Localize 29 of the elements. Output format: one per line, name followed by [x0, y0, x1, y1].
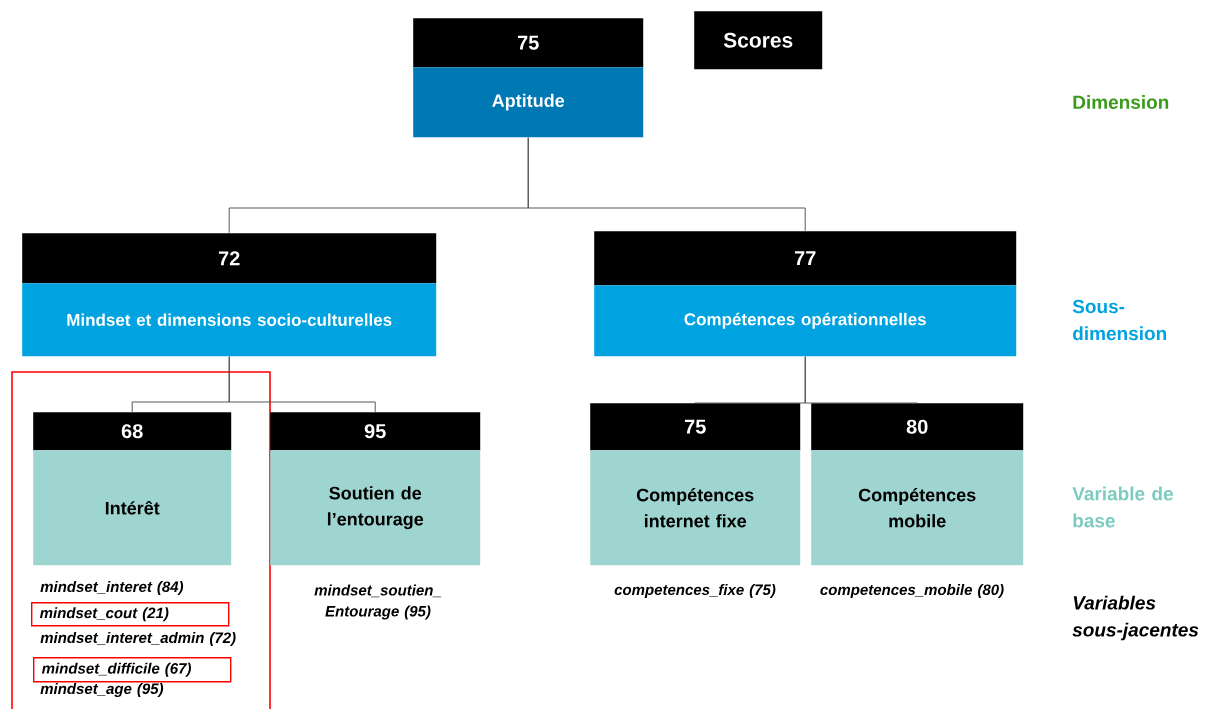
level-label: Variables sous-jacentes	[1072, 595, 1199, 641]
score-box: 80	[811, 403, 1024, 451]
level-label: Dimension	[1073, 95, 1169, 109]
level-label: Variable de base	[1072, 486, 1173, 528]
score-box: 72	[22, 233, 437, 284]
score-box: 68	[33, 412, 232, 451]
variable-label: competences_fixe (75)	[614, 584, 776, 598]
variable-label: mindset_interet_admin (72)	[40, 632, 236, 646]
score-box: 77	[594, 231, 1017, 286]
highlighted-variable: mindset_cout (21)	[31, 602, 230, 627]
category-box: Intérêt	[33, 450, 232, 566]
level-label: Sous-dimension	[1072, 299, 1167, 341]
scores-box: Scores	[694, 11, 823, 70]
category-box: Aptitude	[413, 67, 644, 138]
category-box: Compétences internet fixe	[590, 450, 801, 566]
variable-label: competences_mobile (80)	[820, 584, 1004, 598]
connector-line	[527, 137, 806, 232]
category-box: Soutien de l’entourage	[270, 450, 481, 566]
category-box: Mindset et dimensions socio-culturelles	[22, 283, 437, 357]
category-box: Compétences opérationnelles	[594, 285, 1017, 357]
score-box: 75	[590, 403, 801, 451]
score-box: 75	[413, 18, 644, 68]
highlighted-variable: mindset_difficile (67)	[33, 657, 232, 683]
connector-line	[228, 356, 376, 413]
score-box: 95	[270, 412, 481, 451]
variable-label: mindset_soutien_ Entourage (95)	[314, 584, 442, 620]
category-box: Compétences mobile	[811, 450, 1024, 566]
variable-label: mindset_interet (84)	[40, 581, 184, 595]
connector-line	[804, 356, 918, 404]
